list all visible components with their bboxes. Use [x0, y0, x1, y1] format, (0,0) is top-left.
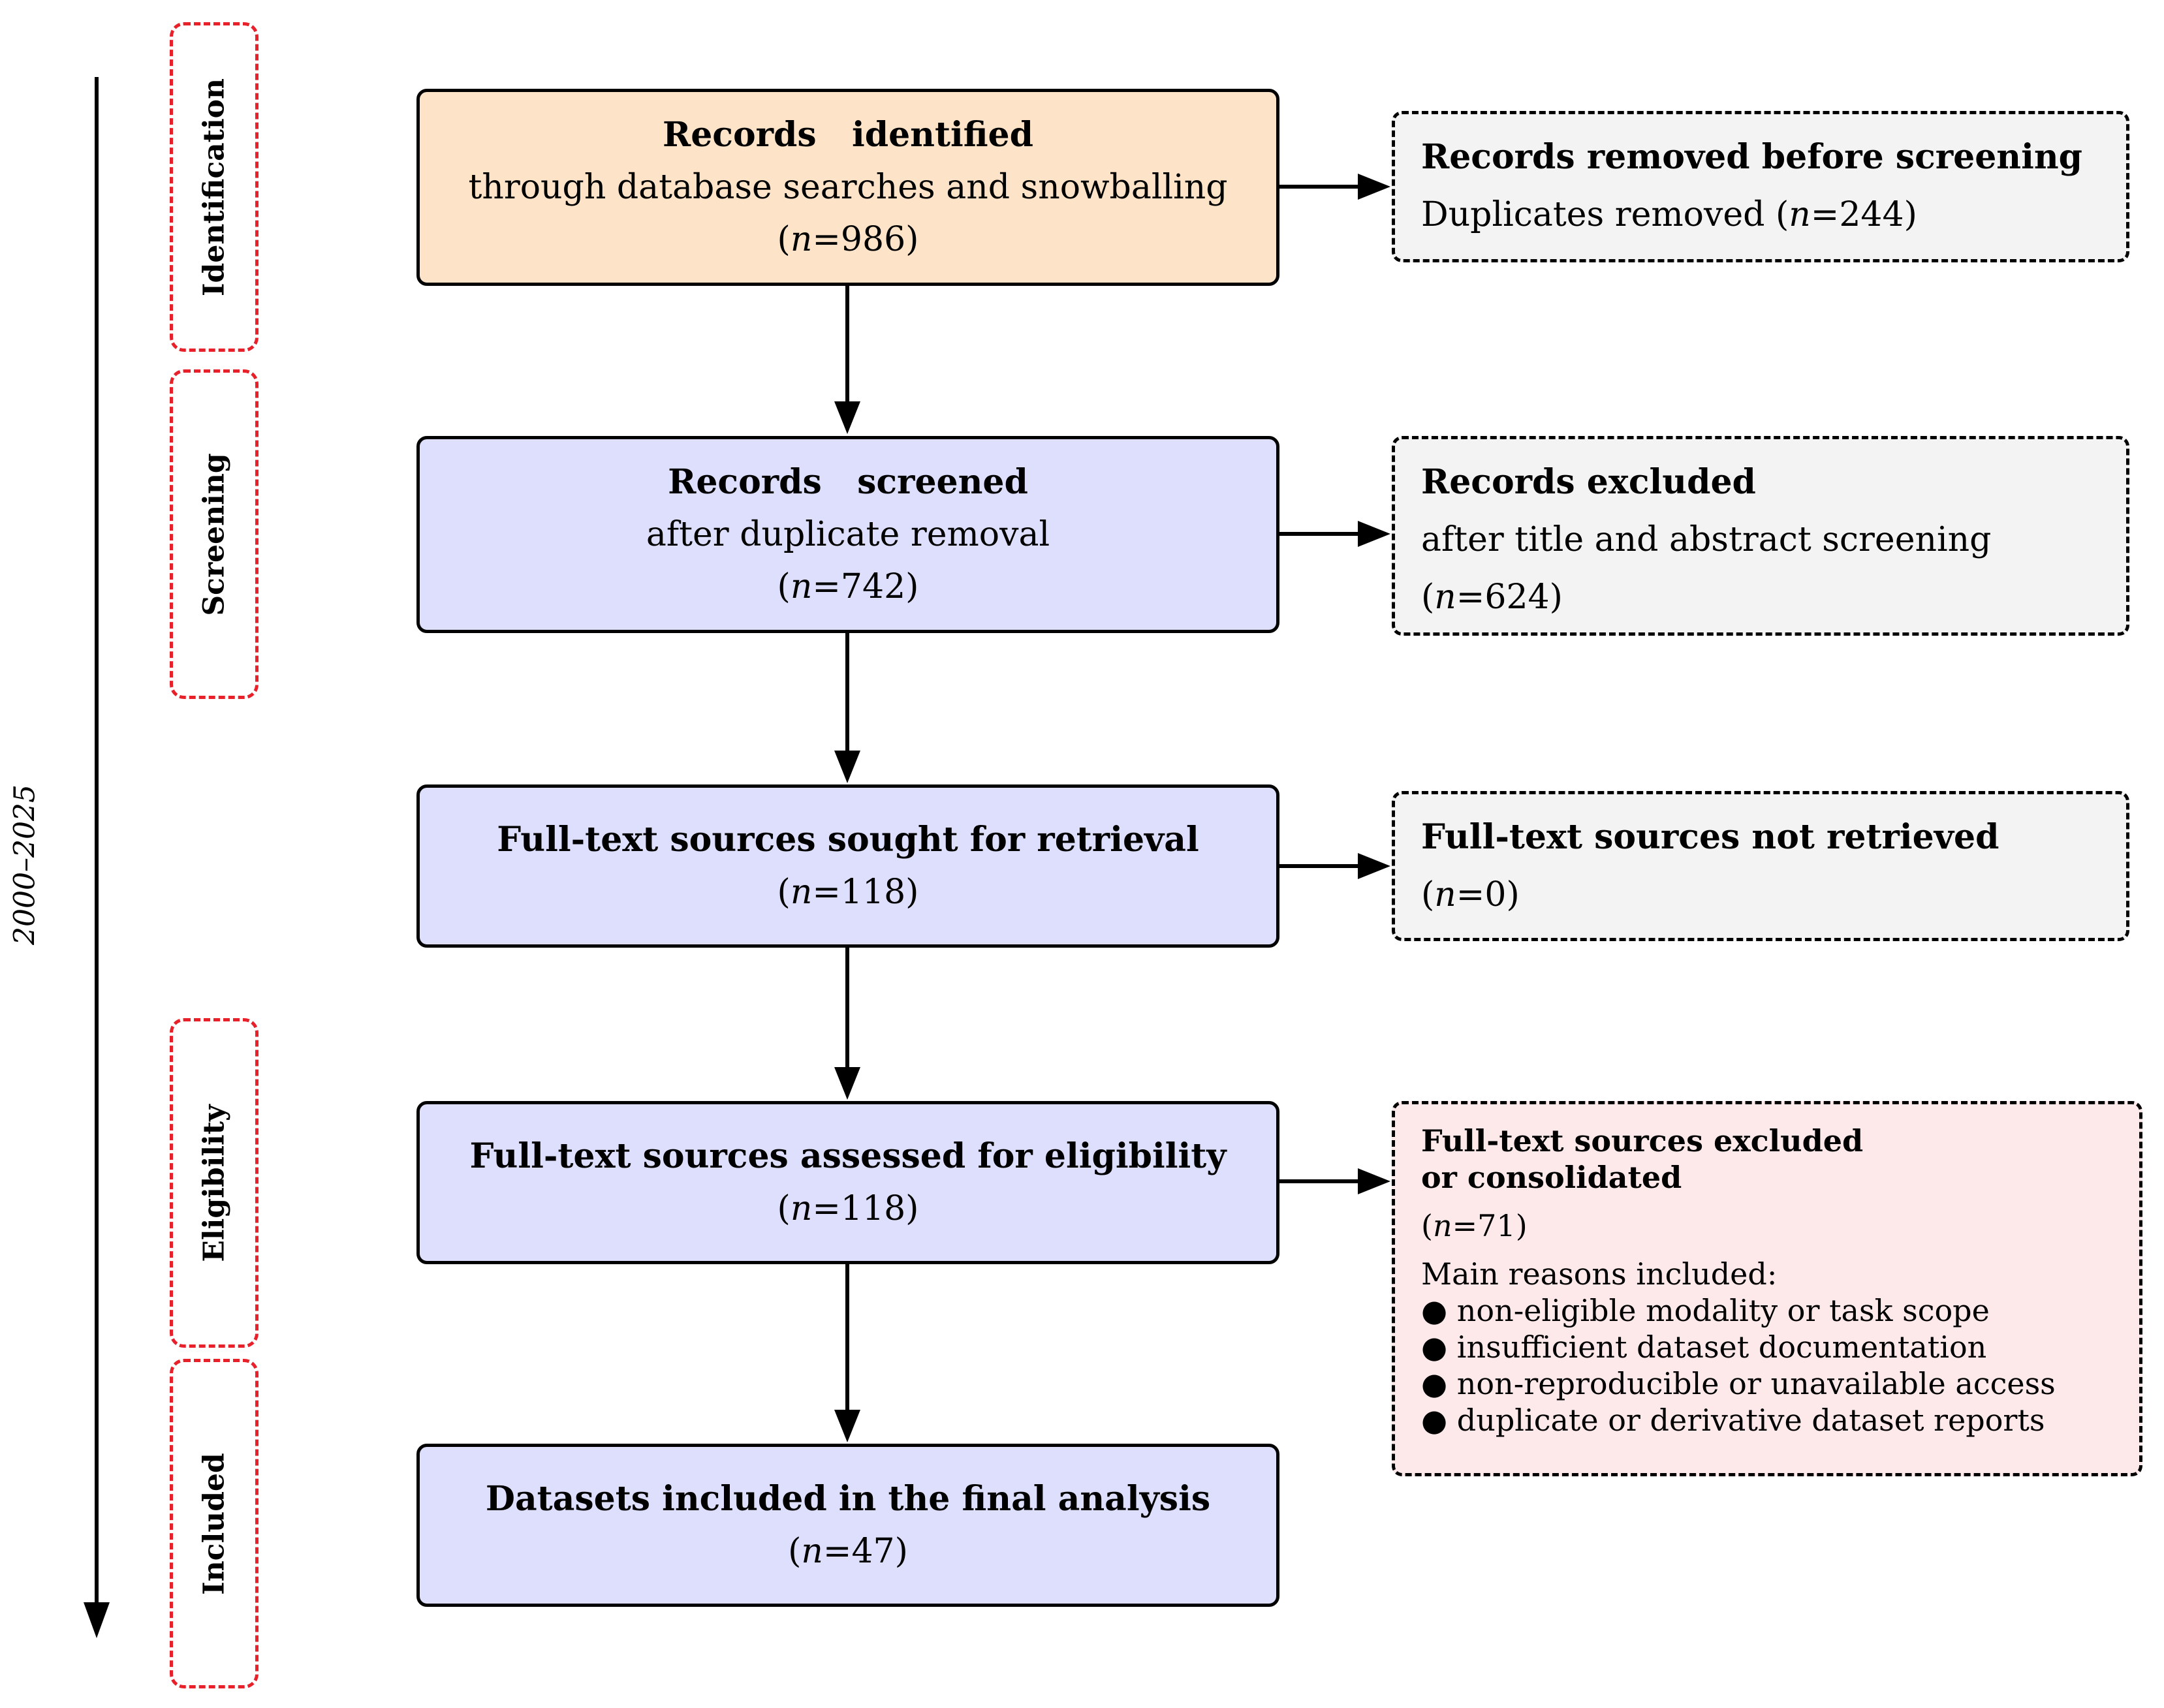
box-not-retrieved: Full-text sources not retrieved (n=0) [1392, 791, 2129, 941]
box-records-removed: Records removed before screening Duplica… [1392, 111, 2129, 262]
datasets-included-count: (n=47) [788, 1532, 908, 1571]
records-identified-subtitle: through database searches and snowballin… [468, 168, 1228, 207]
records-screened-subtitle: after duplicate removal [646, 515, 1050, 554]
box-datasets-included: Datasets included in the final analysis … [416, 1444, 1279, 1607]
arrow-to-excluded-head [1358, 521, 1390, 547]
records-excluded-count: (n=624) [1421, 578, 1563, 617]
phase-identification-label: Identification [197, 78, 231, 296]
box-records-identified: Records identified through database sear… [416, 89, 1279, 286]
fulltext-excluded-count: (n=71) [1421, 1208, 1528, 1243]
fulltext-sought-title: Full-text sources sought for retrieval [497, 820, 1199, 860]
phase-identification: Identification [170, 22, 259, 352]
arrow-sought-assessed-head [834, 1067, 860, 1100]
phase-eligibility-label: Eligibility [197, 1104, 231, 1262]
records-screened-title: Records screened [668, 462, 1028, 502]
box-fulltext-excluded: Full-text sources excluded or consolidat… [1392, 1101, 2142, 1476]
not-retrieved-title: Full-text sources not retrieved [1421, 817, 1999, 857]
fulltext-assessed-count: (n=118) [777, 1189, 919, 1228]
records-identified-title: Records identified [662, 115, 1033, 155]
phase-screening: Screening [170, 369, 259, 699]
timeline-arrowhead [84, 1602, 110, 1638]
reason-item: ● insufficient dataset documentation [1421, 1329, 1987, 1365]
arrow-to-excluded-full-head [1358, 1168, 1390, 1194]
arrow-assessed-included-head [834, 1410, 860, 1442]
records-excluded-text: after title and abstract screening [1421, 520, 1992, 559]
records-identified-count: (n=986) [777, 220, 919, 259]
arrow-to-removed-head [1358, 174, 1390, 200]
reason-item: ● non-reproducible or unavailable access [1421, 1366, 2056, 1401]
fulltext-excluded-title-line2: or consolidated [1421, 1160, 1682, 1195]
records-excluded-title: Records excluded [1421, 462, 1756, 502]
arrow-identified-screened-head [834, 401, 860, 434]
box-records-excluded: Records excluded after title and abstrac… [1392, 436, 2129, 636]
phase-included: Included [170, 1359, 259, 1688]
box-records-screened: Records screened after duplicate removal… [416, 436, 1279, 633]
datasets-included-title: Datasets included in the final analysis [485, 1479, 1211, 1519]
arrow-screened-sought-head [834, 751, 860, 783]
reason-item: ● non-eligible modality or task scope [1421, 1293, 1990, 1328]
not-retrieved-count: (n=0) [1421, 875, 1520, 914]
fulltext-excluded-title-line1: Full-text sources excluded [1421, 1123, 1864, 1158]
fulltext-assessed-title: Full-text sources assessed for eligibili… [469, 1136, 1227, 1176]
phase-included-label: Included [197, 1452, 231, 1595]
records-screened-count: (n=742) [777, 567, 919, 606]
phase-eligibility: Eligibility [170, 1018, 259, 1348]
fulltext-sought-count: (n=118) [777, 873, 919, 912]
reasons-heading: Main reasons included: [1421, 1256, 1778, 1292]
reason-item: ● duplicate or derivative dataset report… [1421, 1403, 2045, 1438]
phase-screening-label: Screening [197, 452, 231, 616]
timeline-label: 2000–2025 [8, 784, 42, 945]
box-fulltext-assessed: Full-text sources assessed for eligibili… [416, 1101, 1279, 1264]
box-fulltext-sought: Full-text sources sought for retrieval (… [416, 784, 1279, 948]
records-removed-text: Duplicates removed (n=244) [1421, 195, 1917, 234]
arrow-to-not-retrieved-head [1358, 853, 1390, 879]
records-removed-title: Records removed before screening [1421, 137, 2083, 177]
